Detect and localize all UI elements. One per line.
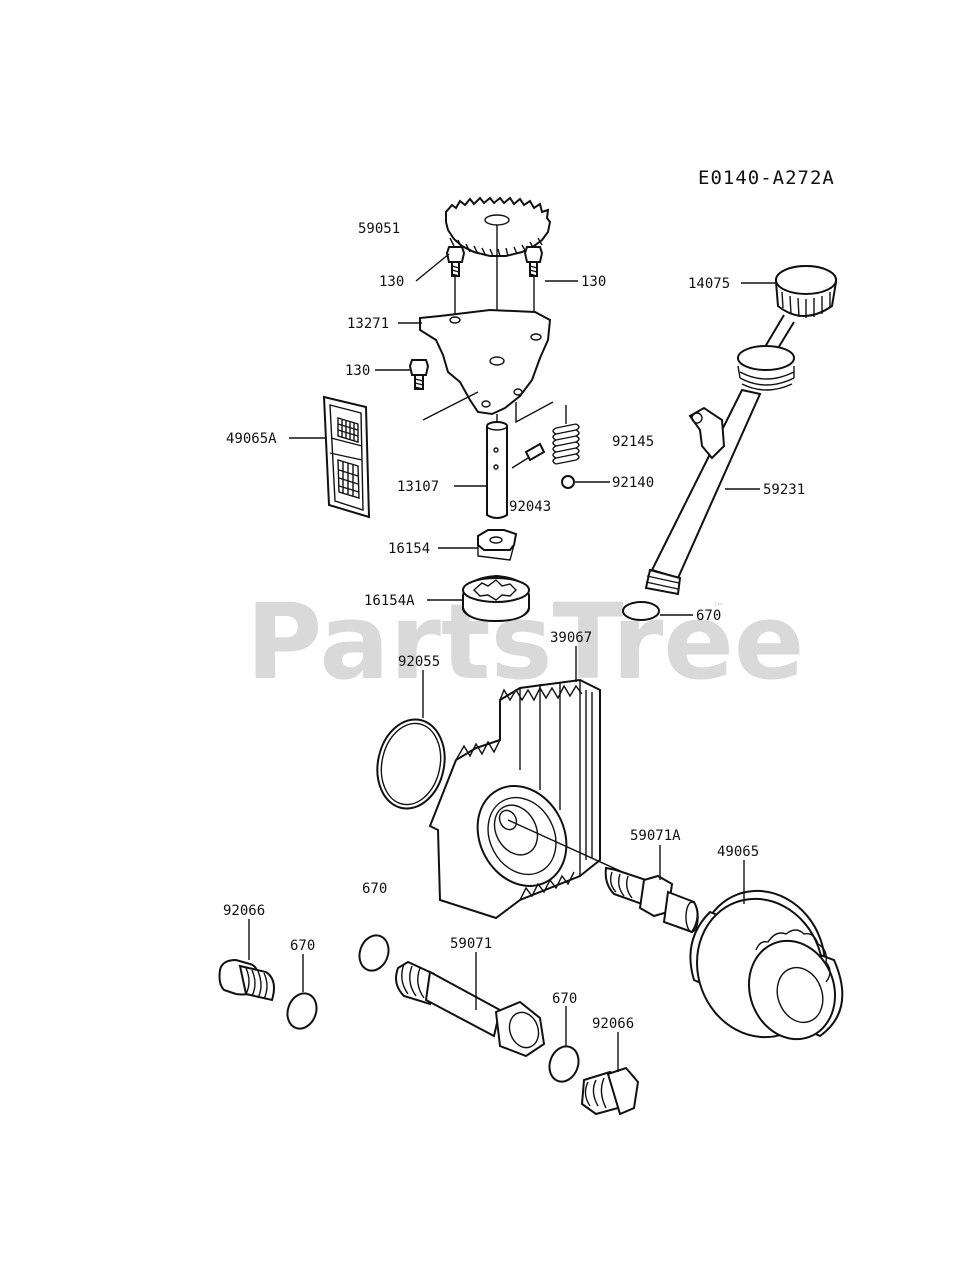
filter-part[interactable] (678, 873, 849, 1055)
label-ball[interactable]: 92140 (612, 475, 654, 491)
label-bolt-lower[interactable]: 130 (345, 363, 370, 379)
dipstick-part[interactable] (760, 265, 837, 360)
part-labels: 59051 130 130 13271 130 49065A 92145 131… (223, 221, 805, 1032)
ball-part[interactable] (561, 475, 575, 489)
label-bolt-left[interactable]: 130 (379, 274, 404, 290)
label-oring-right[interactable]: 670 (552, 991, 577, 1007)
pin-part[interactable] (524, 442, 546, 462)
rotor-outer-part[interactable] (462, 574, 530, 623)
oring-mid-part[interactable] (355, 931, 394, 974)
label-pin[interactable]: 92043 (509, 499, 551, 515)
watermark-trademark: ™ (712, 601, 725, 616)
label-filter[interactable]: 49065 (717, 844, 759, 860)
label-oring-left[interactable]: 670 (290, 938, 315, 954)
plate-lead-a (422, 391, 479, 421)
rotor-inner-part[interactable] (477, 529, 518, 561)
label-fitting-a[interactable]: 59071A (630, 828, 681, 844)
bolt-right-part[interactable] (523, 246, 544, 277)
label-bolt-right[interactable]: 130 (581, 274, 606, 290)
label-gear[interactable]: 59051 (358, 221, 400, 237)
label-shaft[interactable]: 13107 (397, 479, 439, 495)
gasket-part[interactable] (369, 713, 452, 815)
oring-right-part[interactable] (545, 1042, 584, 1085)
label-screen[interactable]: 49065A (226, 431, 277, 447)
leader-lines (248, 253, 777, 1072)
label-dipstick[interactable]: 14075 (688, 276, 730, 292)
label-rotor-outer[interactable]: 16154A (364, 593, 415, 609)
oring-left-part[interactable] (283, 989, 322, 1032)
oring-tube-part[interactable] (622, 601, 660, 621)
label-oring-tube[interactable]: 670 (696, 608, 721, 624)
plug-right-part[interactable] (580, 1066, 640, 1116)
label-tube[interactable]: 59231 (763, 482, 805, 498)
label-gasket[interactable]: 92055 (398, 654, 440, 670)
label-fitting[interactable]: 59071 (450, 936, 492, 952)
label-plug-left[interactable]: 92066 (223, 903, 265, 919)
label-rotor-inner[interactable]: 16154 (388, 541, 430, 557)
diagram-code: E0140-A272A (698, 167, 835, 189)
tube-part[interactable] (644, 345, 795, 596)
gasket-inner (380, 722, 442, 806)
cooler-part[interactable] (428, 678, 601, 920)
plug-left-part[interactable] (218, 958, 275, 1002)
screen-part[interactable] (322, 395, 371, 519)
spring-part[interactable] (552, 423, 580, 465)
pin-axis (511, 457, 529, 469)
fitting-a-part[interactable] (604, 866, 699, 934)
bolt-left-part[interactable] (445, 246, 466, 277)
gear-part[interactable] (445, 196, 552, 257)
shaft-part[interactable] (486, 421, 508, 519)
label-oring-mid[interactable]: 670 (362, 881, 387, 897)
label-cooler[interactable]: 39067 (550, 630, 592, 646)
label-plate[interactable]: 13271 (347, 316, 389, 332)
label-plug-right[interactable]: 92066 (592, 1016, 634, 1032)
plate-lead-b (515, 401, 554, 424)
fitting-part[interactable] (395, 960, 546, 1058)
label-spring[interactable]: 92145 (612, 434, 654, 450)
bolt-lower-part[interactable] (408, 359, 430, 390)
plate-part[interactable] (419, 308, 552, 416)
